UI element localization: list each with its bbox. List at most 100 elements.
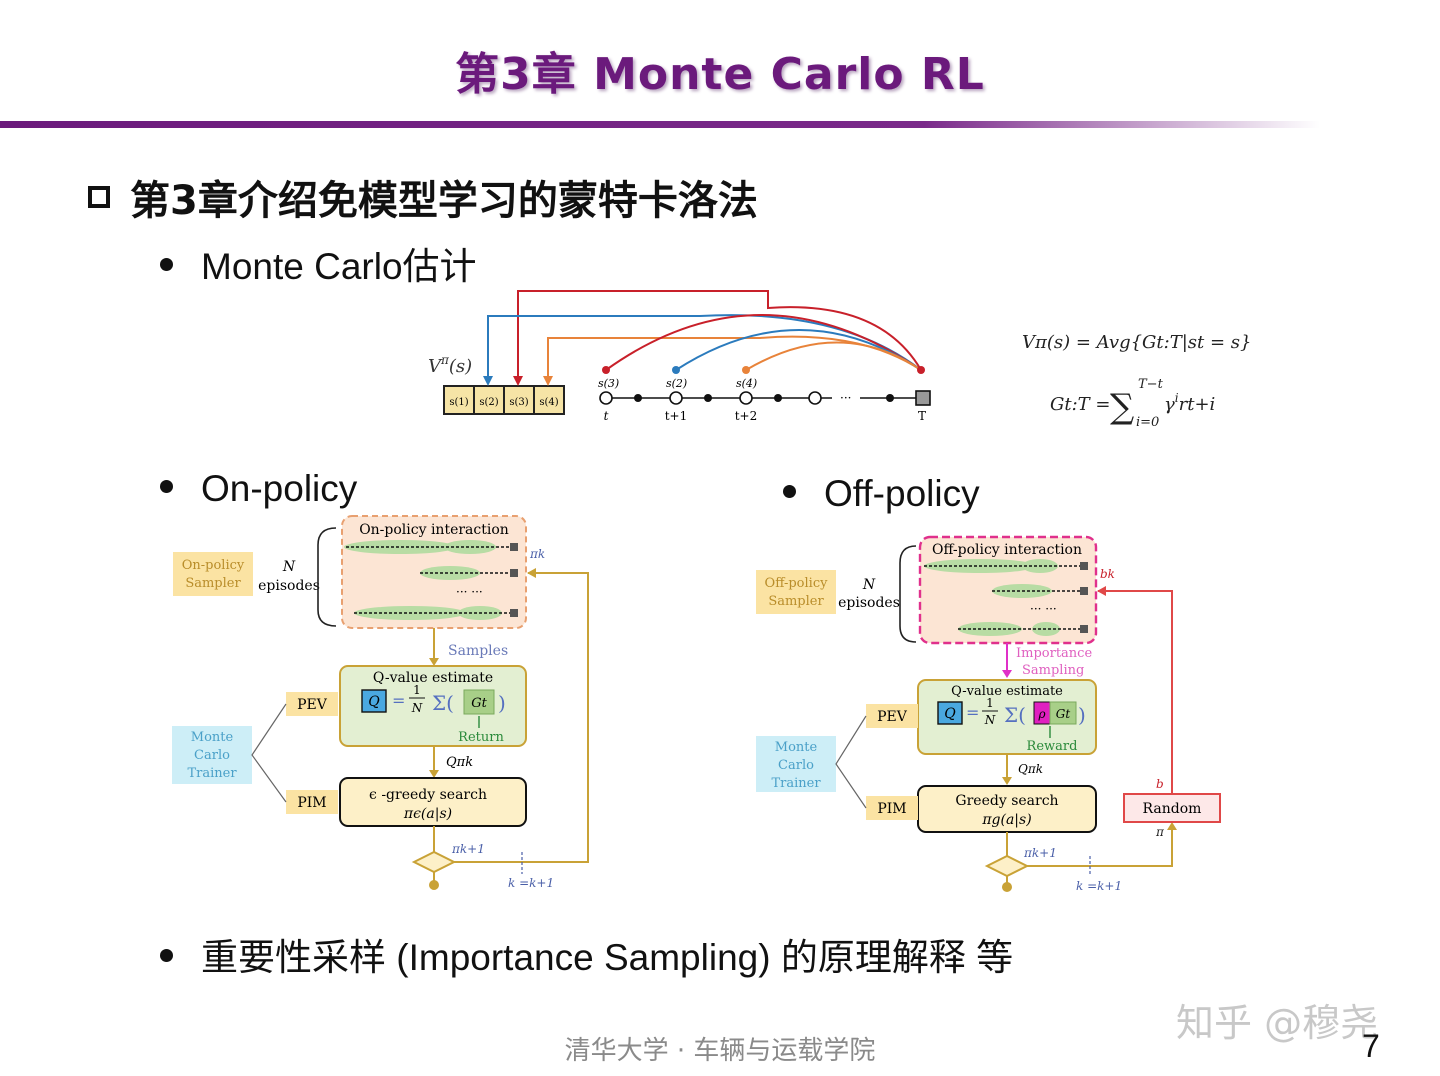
arrowhead-icon <box>1002 777 1012 785</box>
q-pi-label: Qπk <box>446 755 473 770</box>
state-node <box>808 391 822 405</box>
trainer-label: Monte <box>775 740 818 755</box>
trainer-box <box>756 736 836 792</box>
time-label: t+2 <box>735 409 758 423</box>
v-label: Vπ(s) <box>428 353 472 377</box>
episode-rows: ··· ··· <box>344 540 518 620</box>
state-node <box>739 391 753 405</box>
bullet-off-policy-text: Off-policy <box>824 473 980 514</box>
arrowhead-blue-icon <box>483 376 493 386</box>
n-label: N <box>862 577 876 593</box>
formula-sup: T−t <box>1138 377 1164 392</box>
greedy-label: ϵ -greedy search <box>369 787 487 803</box>
arrowhead-icon <box>1002 670 1012 678</box>
cell-label: s(2) <box>479 397 498 408</box>
brace <box>899 545 917 643</box>
end-dot <box>1002 882 1012 892</box>
trainer-lines <box>251 703 287 803</box>
cell-label: s(1) <box>449 397 468 408</box>
pi-label: π <box>1155 825 1165 839</box>
sampler-label: Off-policy <box>765 576 829 591</box>
episode-row <box>444 540 496 554</box>
q-pi-label: Qπk <box>1018 762 1043 776</box>
arc-red <box>605 314 922 371</box>
importance-label: Sampling <box>1022 663 1084 678</box>
sum-icon: Σ( <box>432 691 454 715</box>
formula-sub: i=0 <box>1136 415 1159 430</box>
sampler-label: Sampler <box>768 594 824 609</box>
arrowhead-red-icon <box>513 376 523 386</box>
sampler-label: Sampler <box>185 576 241 591</box>
equals-icon: = <box>966 703 979 722</box>
terminal-state <box>915 390 931 406</box>
greedy-formula: πg(a|s) <box>981 812 1031 828</box>
equals-icon: = <box>392 691 405 710</box>
terminal <box>510 569 518 577</box>
bullet-on-policy: On-policy <box>160 468 357 510</box>
arrowhead-orange-icon <box>543 376 553 386</box>
trajectory: ··· s(3) s(2) s(4) t t+1 t+2 T <box>598 377 931 423</box>
q-estimate-title: Q-value estimate <box>951 684 1063 699</box>
dot-red <box>602 366 610 374</box>
random-box <box>1123 793 1221 823</box>
loop-to-random <box>1027 826 1173 867</box>
g-box <box>1049 701 1077 725</box>
trainer-label: Carlo <box>778 758 814 773</box>
numerator: 1 <box>413 683 421 697</box>
trainer-lines <box>835 715 867 809</box>
episode-rows: ··· ··· <box>924 559 1088 636</box>
interaction-title: On-policy interaction <box>359 522 509 538</box>
rho-symbol: ρ <box>1037 707 1045 721</box>
state-node <box>669 391 683 405</box>
q-symbol: Q <box>368 694 380 710</box>
action-node <box>634 394 642 402</box>
pi-k-label: πk <box>529 547 545 561</box>
state-node <box>599 391 613 405</box>
greedy-formula: πϵ(a|s) <box>403 806 452 822</box>
trainer-label: Carlo <box>194 748 230 763</box>
square-bullet-icon <box>88 186 110 208</box>
formula-value: Vπ(s) = Avg{Gt:T|st = s} <box>1022 332 1251 353</box>
page-number: 7 <box>1362 1028 1380 1064</box>
terminal <box>1080 562 1088 570</box>
arrowhead-icon <box>429 658 439 666</box>
loop-arrow <box>454 572 589 863</box>
trainer-label: Monte <box>191 730 234 745</box>
state-cells: s(1) s(2) s(3) s(4) <box>443 385 565 415</box>
k-update-label: k =k+1 <box>1076 879 1122 893</box>
action-node <box>704 394 712 402</box>
sum-icon: Σ( <box>1004 703 1026 727</box>
pim-label: PIM <box>877 801 906 817</box>
brace <box>317 527 337 627</box>
formula-body: γirt+i <box>1164 391 1215 415</box>
cell-label: s(3) <box>509 397 528 408</box>
time-label: T <box>918 409 926 423</box>
episodes-label: episodes <box>838 595 900 611</box>
formula-lhs: Gt:T = <box>1050 394 1111 415</box>
bullet-on-policy-text: On-policy <box>201 468 358 509</box>
pim-box <box>286 790 338 814</box>
bullet-dot-icon <box>160 949 173 962</box>
action-node <box>886 394 894 402</box>
paren-icon: ) <box>498 691 506 715</box>
loop-random-arrow <box>1098 590 1173 794</box>
state-label: s(4) <box>736 377 757 390</box>
return-arrows <box>487 290 922 376</box>
denominator: N <box>984 713 996 727</box>
end-dot <box>429 880 439 890</box>
n-label: N <box>282 559 296 575</box>
bullet-importance-sampling: 重要性采样 (Importance Sampling) 的原理解释 等 <box>160 927 1013 981</box>
state-label: s(3) <box>598 377 619 390</box>
bullet-dot-icon <box>783 485 796 498</box>
time-label: t+1 <box>665 409 688 423</box>
decision-diamond <box>984 854 1030 878</box>
cell-label: s(4) <box>539 397 558 408</box>
bullet-off-policy: Off-policy <box>783 473 980 515</box>
gap <box>832 392 860 404</box>
greedy-label: Greedy search <box>955 793 1058 809</box>
terminal <box>510 609 518 617</box>
q-box <box>361 689 387 713</box>
arrow-red <box>517 290 922 376</box>
trainer-label: Trainer <box>771 776 821 791</box>
